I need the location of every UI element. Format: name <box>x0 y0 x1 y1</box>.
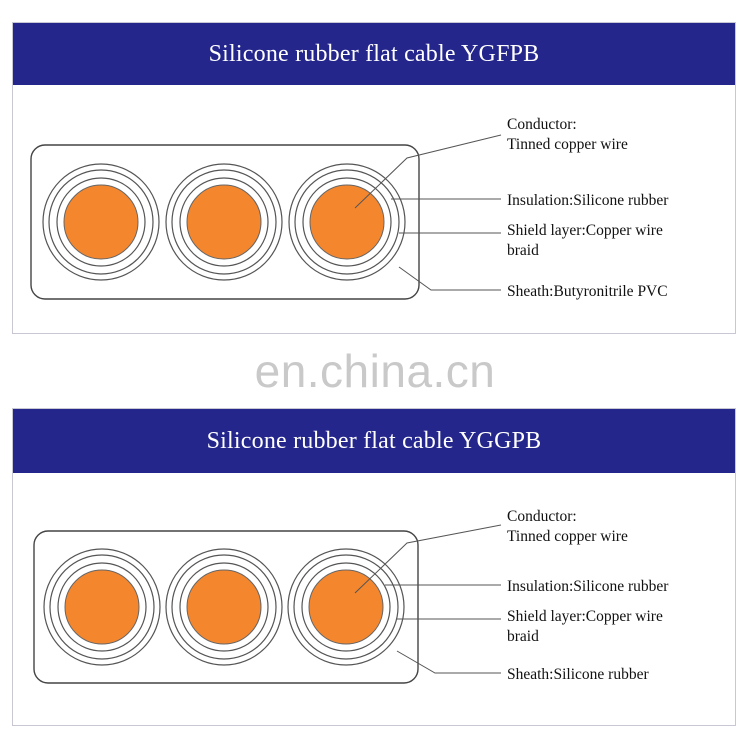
conductor-detail-label: Tinned copper wire <box>507 528 628 545</box>
cable-panel-ygfpb: Silicone rubber flat cable YGFPB <box>12 22 736 334</box>
insulation-ring <box>56 177 146 267</box>
cable-core <box>165 548 283 666</box>
shield-layer-ring <box>171 554 277 660</box>
cable-core <box>42 163 160 281</box>
shield-layer-ring <box>165 548 283 666</box>
sheath-outline <box>30 144 420 300</box>
insulation-label: Insulation:Silicone rubber <box>507 578 669 595</box>
conductor-leader-line <box>354 524 502 594</box>
shield-layer-ring <box>293 554 399 660</box>
shield-layer-ring <box>48 169 154 275</box>
cable-core <box>43 548 161 666</box>
conductor-core <box>186 184 262 260</box>
conductor-label: Conductor: <box>507 116 577 133</box>
shield-layer-ring <box>294 169 400 275</box>
sheath-outline <box>33 530 419 684</box>
insulation-label: Insulation:Silicone rubber <box>507 192 669 209</box>
shield-layer-ring <box>287 548 405 666</box>
shield-detail-label: braid <box>507 628 539 645</box>
sheath-label: Sheath:Butyronitrile PVC <box>507 283 668 300</box>
conductor-label: Conductor: <box>507 508 577 525</box>
insulation-ring <box>179 177 269 267</box>
shield-layer-ring <box>165 163 283 281</box>
shield-layer-ring <box>49 554 155 660</box>
insulation-ring <box>301 562 391 652</box>
sheath-leader-line <box>398 266 501 291</box>
conductor-core <box>308 569 384 645</box>
conductor-detail-label: Tinned copper wire <box>507 136 628 153</box>
shield-layer-ring <box>288 163 406 281</box>
shield-layer-ring <box>43 548 161 666</box>
cable-core <box>288 163 406 281</box>
shield-detail-label: braid <box>507 242 539 259</box>
panel-title-banner: Silicone rubber flat cable YGFPB <box>13 23 735 85</box>
insulation-ring <box>302 177 392 267</box>
sheath-label: Sheath:Silicone rubber <box>507 666 649 683</box>
cable-panel-yggpb: Silicone rubber flat cable YGGPB <box>12 408 736 726</box>
shield-label: Shield layer:Copper wire <box>507 222 663 239</box>
conductor-core <box>64 569 140 645</box>
shield-layer-ring <box>42 163 160 281</box>
conductor-core <box>63 184 139 260</box>
conductor-leader-line <box>354 134 502 209</box>
sheath-leader-line <box>396 650 501 674</box>
watermark-text: en.china.cn <box>254 345 496 397</box>
conductor-core <box>309 184 385 260</box>
shield-label: Shield layer:Copper wire <box>507 608 663 625</box>
cable-core <box>165 163 283 281</box>
insulation-ring <box>179 562 269 652</box>
insulation-ring <box>57 562 147 652</box>
cable-cross-section-diagram: Conductor: Tinned copper wire Insulation… <box>30 116 669 300</box>
cable-core <box>287 548 405 666</box>
shield-layer-ring <box>171 169 277 275</box>
conductor-core <box>186 569 262 645</box>
cable-cross-section-diagram: Conductor: Tinned copper wire Insulation… <box>33 508 669 684</box>
panel-title-banner: Silicone rubber flat cable YGGPB <box>13 409 735 473</box>
